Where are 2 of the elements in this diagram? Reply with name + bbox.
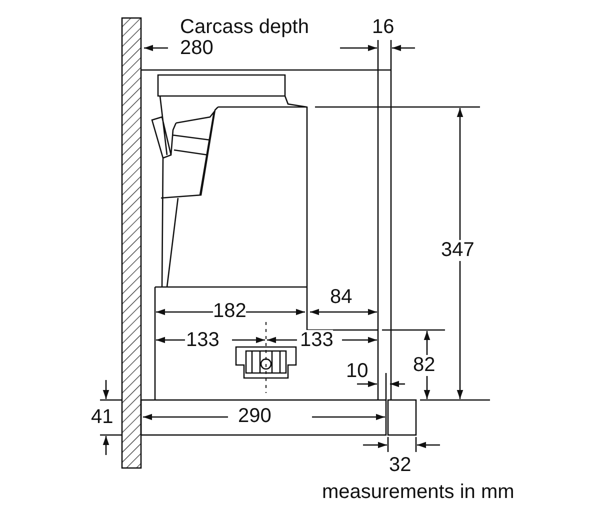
dimension-label: 347: [441, 240, 474, 261]
dimension-label: 82: [413, 355, 436, 376]
